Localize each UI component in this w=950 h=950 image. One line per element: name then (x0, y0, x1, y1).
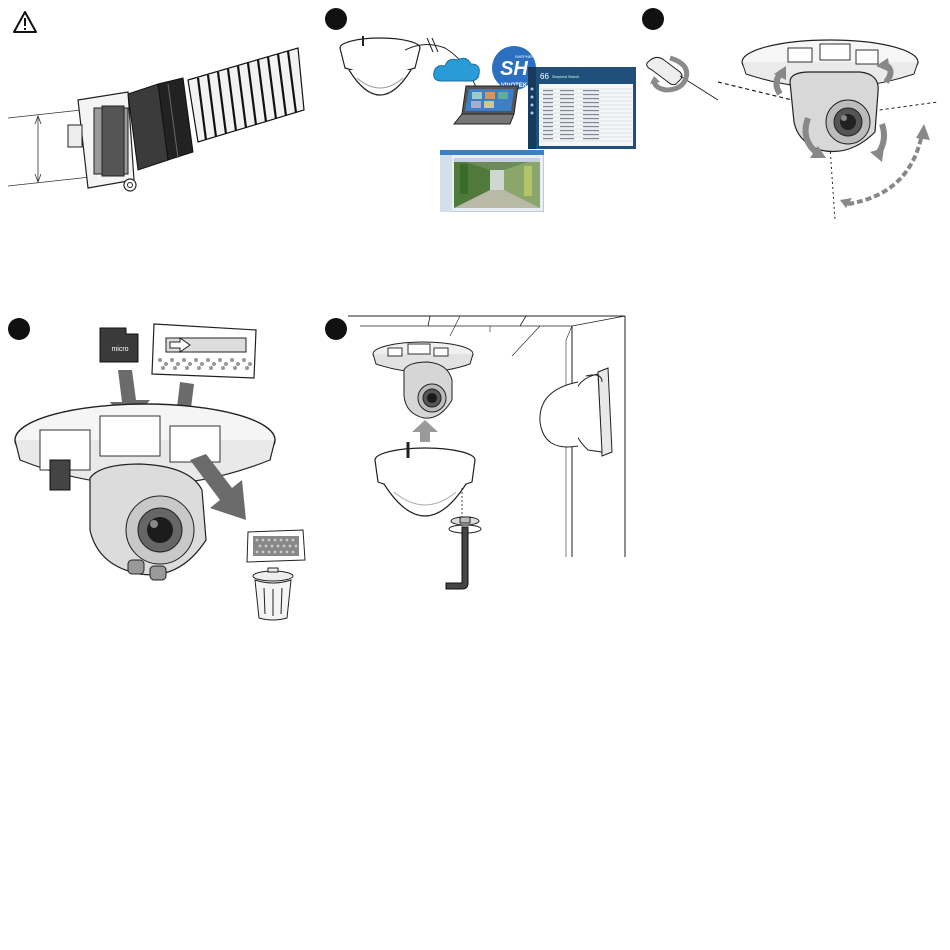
cloud-icon (432, 55, 482, 85)
hex-key-icon (440, 515, 490, 595)
screwdriver-icon (640, 50, 720, 105)
sh-logo-ring-text: SHEPHERD (515, 54, 537, 59)
desiccant-packet-old (245, 528, 307, 564)
step-badge-3 (8, 318, 30, 340)
laptop-icon (452, 84, 522, 129)
cable-gland-illustration (8, 40, 308, 210)
live-view-screen (440, 150, 544, 212)
sd-card-label: micro (111, 346, 128, 353)
software-header-number: 66 (540, 72, 549, 81)
micro-sd-card: micro (98, 326, 140, 364)
step-badge-1 (325, 8, 347, 30)
sh-logo-letters: SH (500, 58, 528, 80)
shepherd-software-screen: 66 Shepherd Search (528, 67, 636, 149)
warning-icon (12, 10, 38, 34)
step-badge-2 (642, 8, 664, 30)
camera-lens-adjust (710, 22, 945, 222)
software-header-caption: Shepherd Search (552, 75, 579, 79)
trash-can-icon (250, 566, 296, 622)
camera-module-ceiling (368, 340, 478, 425)
